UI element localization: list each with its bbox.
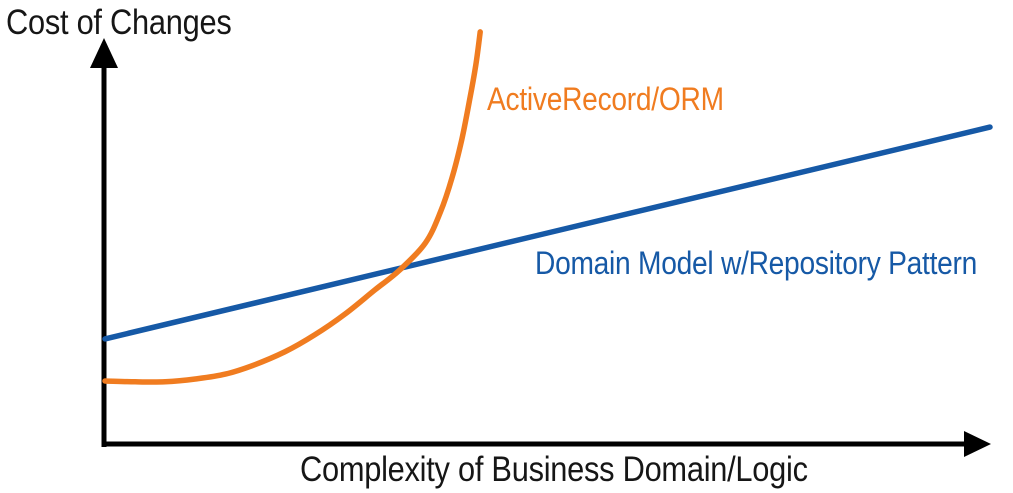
domain-model-line	[102, 124, 993, 342]
activerecord-curve	[102, 29, 483, 385]
domain-model-series-label: Domain Model w/Repository Pattern	[535, 245, 978, 281]
y-axis-label: Cost of Changes	[6, 3, 232, 42]
x-axis-arrowhead-icon	[964, 431, 991, 457]
y-axis-arrowhead-icon	[90, 38, 118, 68]
activerecord-series-label: ActiveRecord/ORM	[487, 81, 724, 117]
x-axis-label: Complexity of Business Domain/Logic	[300, 450, 808, 489]
